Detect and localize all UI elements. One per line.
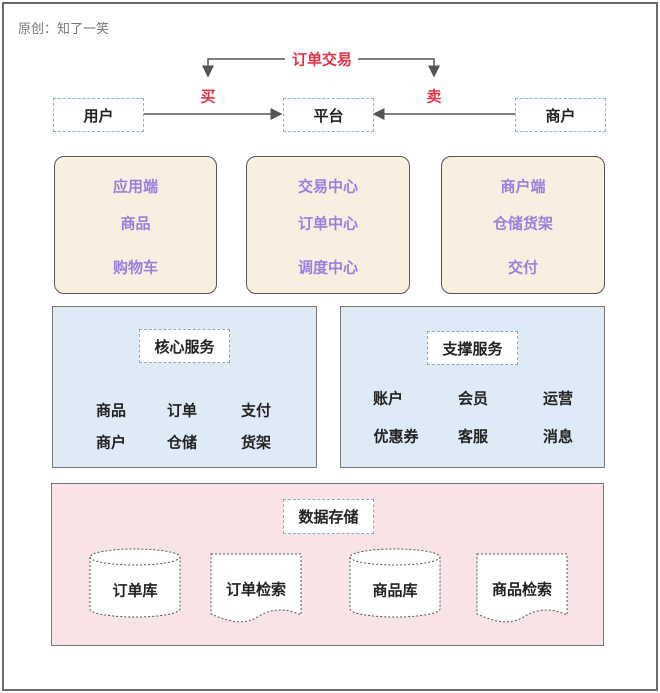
product-search-label: 商品检索: [491, 580, 553, 599]
data-storage-title: 数据存储: [283, 499, 374, 534]
product-db-label: 商品库: [372, 581, 418, 600]
core-item: 货架: [240, 433, 272, 452]
core-item: 仓储: [166, 433, 198, 452]
card-item: 购物车: [112, 258, 158, 277]
card-item: 交易中心: [297, 177, 358, 196]
product-search-document-icon: [476, 553, 568, 623]
buy-label: 买: [200, 87, 216, 106]
platform-node: 平台: [283, 98, 374, 132]
support-services-title: 支撑服务: [427, 331, 518, 365]
core-item: 支付: [240, 401, 272, 420]
card-item: 仓储货架: [492, 214, 553, 233]
core-item: 商品: [95, 401, 127, 420]
sell-label: 卖: [426, 87, 442, 106]
card-item: 商品: [120, 214, 151, 233]
core-services-title: 核心服务: [139, 329, 230, 363]
trade-arrow-left: [202, 58, 285, 78]
platform-card: 交易中心 订单中心 调度中心: [246, 156, 410, 294]
card-item: 商户端: [500, 177, 546, 196]
trade-label: 订单交易: [291, 50, 353, 69]
user-app-card: 应用端 商品 购物车: [54, 156, 217, 294]
core-item: 订单: [166, 401, 198, 420]
merchant-node: 商户: [515, 98, 606, 132]
card-item: 调度中心: [297, 258, 358, 277]
order-db-cylinder-icon: [89, 548, 181, 618]
support-item: 客服: [457, 427, 489, 446]
order-search-label: 订单检索: [225, 580, 287, 599]
product-db-cylinder-icon: [349, 548, 441, 618]
merchant-card: 商户端 仓储货架 交付: [441, 156, 605, 294]
order-db-label: 订单库: [112, 581, 158, 600]
support-item: 会员: [457, 389, 489, 408]
trade-arrow-right: [358, 58, 440, 78]
core-item: 商户: [95, 433, 127, 452]
card-item: 交付: [507, 258, 538, 277]
support-item: 运营: [542, 389, 574, 408]
user-node: 用户: [53, 98, 144, 132]
watermark: 原创：知了一笑: [18, 22, 110, 37]
card-item: 订单中心: [297, 214, 358, 233]
order-search-document-icon: [210, 553, 302, 623]
support-item: 账户: [372, 389, 404, 408]
card-item: 应用端: [112, 177, 158, 196]
support-item: 优惠券: [373, 427, 419, 446]
support-item: 消息: [542, 427, 574, 446]
